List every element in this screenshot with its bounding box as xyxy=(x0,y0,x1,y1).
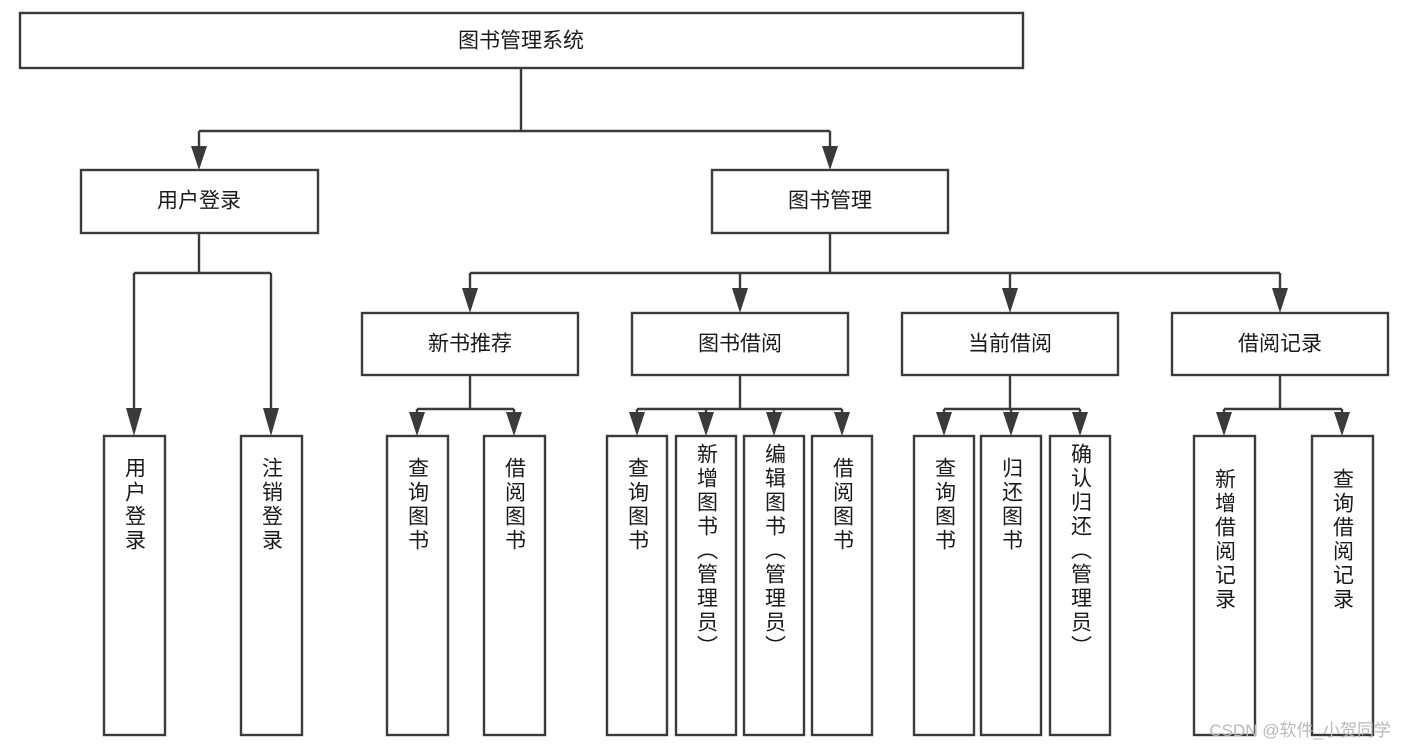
arrow-root-to-user-login xyxy=(191,146,207,170)
node-leaf-current-return-label: 归还图书 xyxy=(1000,457,1024,553)
arrow-root-to-book-manage xyxy=(822,146,838,170)
node-leaf-current-confirm-box[interactable] xyxy=(1048,434,1112,737)
connector-group-new-book-recommend xyxy=(409,375,522,436)
node-leaf-current-query-label: 查询图书 xyxy=(933,457,957,553)
connector-group-book-manage xyxy=(462,233,1288,313)
arrow-bookborrow-leaf-4 xyxy=(834,412,850,436)
arrow-newbook-leaf-1 xyxy=(409,412,425,436)
arrow-to-borrow-record xyxy=(1272,288,1288,313)
node-current-borrow-label: 当前借阅 xyxy=(968,333,1052,356)
connector-group-borrow-record xyxy=(1216,375,1350,436)
node-book-manage-box[interactable] xyxy=(710,168,950,235)
arrow-to-book-borrow xyxy=(732,288,748,313)
arrow-currentborrow-leaf-3 xyxy=(1072,412,1088,436)
connector-group-current-borrow xyxy=(936,375,1088,436)
arrow-newbook-leaf-2 xyxy=(506,412,522,436)
node-leaf-borrow-query-label: 查询图书 xyxy=(626,457,650,553)
node-leaf-current-query-box[interactable] xyxy=(912,434,976,737)
node-leaf-borrow-lend-label: 借阅图书 xyxy=(831,457,855,553)
arrow-currentborrow-leaf-1 xyxy=(936,412,952,436)
node-leaf-record-add-label: 新增借阅记录 xyxy=(1213,468,1237,612)
arrow-to-new-book-recommend xyxy=(462,288,478,313)
leaf-label-group: 用户登录 注销登录 查询图书 借阅图书 查询图书 新增图书（管理员） 编辑图书（… xyxy=(123,443,1355,659)
csdn-watermark: CSDN @软件_小贺同学 xyxy=(1209,721,1391,740)
node-book-borrow-box[interactable] xyxy=(630,311,850,377)
node-leaf-current-confirm-label: 确认归还（管理员） xyxy=(1069,443,1093,659)
node-leaf-borrow-add-label: 新增图书（管理员） xyxy=(695,443,719,659)
node-leaf-borrow-edit-box[interactable] xyxy=(742,434,806,737)
connector-group-book-borrow xyxy=(629,375,850,436)
node-leaf-newbook-borrow-label: 借阅图书 xyxy=(503,457,527,553)
node-leaf-borrow-lend-box[interactable] xyxy=(810,434,874,737)
node-leaf-user-login-box[interactable] xyxy=(102,434,167,737)
node-leaf-borrow-query-box[interactable] xyxy=(605,434,669,737)
arrow-userlogin-leaf-1 xyxy=(126,408,142,436)
node-root-system[interactable]: 图书管理系统 xyxy=(18,11,1025,70)
node-book-borrow-label: 图书借阅 xyxy=(698,333,782,356)
node-leaf-record-add-box[interactable] xyxy=(1192,434,1257,737)
node-book-borrow[interactable]: 图书借阅 xyxy=(630,311,850,377)
node-leaf-current-return-box[interactable] xyxy=(979,434,1043,737)
arrow-borrowrecord-leaf-1 xyxy=(1216,412,1232,436)
node-leaf-user-logout-box[interactable] xyxy=(239,434,304,737)
node-leaf-user-login-label: 用户登录 xyxy=(123,457,147,553)
node-root-system-label: 图书管理系统 xyxy=(458,30,584,53)
arrow-userlogin-leaf-2 xyxy=(263,408,279,436)
node-leaf-user-logout-label: 注销登录 xyxy=(260,457,284,553)
node-leaf-newbook-query-label: 查询图书 xyxy=(406,457,430,553)
node-book-manage-label: 图书管理 xyxy=(788,190,872,213)
leaf-box-group xyxy=(102,434,1375,737)
arrow-to-current-borrow xyxy=(1002,288,1018,313)
node-current-borrow[interactable]: 当前借阅 xyxy=(900,311,1120,377)
node-leaf-newbook-query-box[interactable] xyxy=(385,434,450,737)
node-borrow-record-label: 借阅记录 xyxy=(1238,333,1322,356)
node-leaf-record-query-box[interactable] xyxy=(1310,434,1375,737)
arrow-bookborrow-leaf-1 xyxy=(629,412,645,436)
node-current-borrow-box[interactable] xyxy=(900,311,1120,377)
node-leaf-record-query-label: 查询借阅记录 xyxy=(1331,468,1355,612)
node-user-login-box[interactable] xyxy=(79,168,320,235)
arrow-bookborrow-leaf-2 xyxy=(698,412,714,436)
node-user-login-label: 用户登录 xyxy=(157,190,241,213)
node-new-book-recommend-label: 新书推荐 xyxy=(428,333,512,356)
node-book-manage[interactable]: 图书管理 xyxy=(710,168,950,235)
arrow-bookborrow-leaf-3 xyxy=(766,412,782,436)
node-new-book-recommend[interactable]: 新书推荐 xyxy=(360,311,580,377)
node-leaf-borrow-add-box[interactable] xyxy=(674,434,738,737)
node-leaf-newbook-borrow-box[interactable] xyxy=(482,434,547,737)
arrow-currentborrow-leaf-2 xyxy=(1003,412,1019,436)
node-leaf-borrow-edit-label: 编辑图书（管理员） xyxy=(763,443,787,659)
connector-group-root xyxy=(191,68,838,170)
node-user-login[interactable]: 用户登录 xyxy=(79,168,320,235)
connector-group-user-login xyxy=(126,233,279,436)
node-borrow-record[interactable]: 借阅记录 xyxy=(1170,311,1390,377)
arrow-borrowrecord-leaf-2 xyxy=(1334,412,1350,436)
node-root-system-box[interactable] xyxy=(18,11,1025,70)
node-new-book-recommend-box[interactable] xyxy=(360,311,580,377)
node-borrow-record-box[interactable] xyxy=(1170,311,1390,377)
